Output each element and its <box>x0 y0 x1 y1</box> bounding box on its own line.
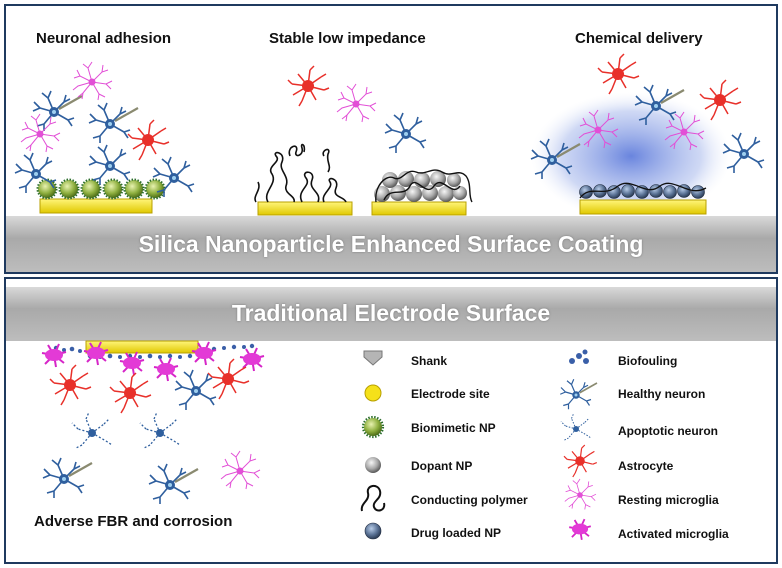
electrode-site-delivery <box>580 200 706 214</box>
activated-microglia <box>240 348 264 371</box>
caption-adverse-fbr: Adverse FBR and corrosion <box>34 513 232 530</box>
legend-label-healthy-neuron: Healthy neuron <box>618 387 705 401</box>
resting-microglia <box>73 62 112 100</box>
apoptotic-neuron-icon <box>558 407 602 447</box>
biomimetic-np-row <box>38 180 165 199</box>
legend-label-drug-loaded-np: Drug loaded NP <box>411 526 501 540</box>
healthy-neuron <box>385 113 426 153</box>
healthy-neuron <box>149 464 198 504</box>
resting-microglia-icon <box>562 477 598 513</box>
healthy-neuron <box>43 458 92 498</box>
shank-icon <box>362 349 384 367</box>
astrocyte <box>288 66 329 106</box>
healthy-neuron <box>531 139 580 179</box>
apoptotic-neuron <box>72 412 112 448</box>
legend-label-shank: Shank <box>411 354 447 368</box>
dopant-np-cluster <box>374 170 472 202</box>
top-electrodes <box>6 6 776 276</box>
legend-label-biomimetic-np: Biomimetic NP <box>411 421 496 435</box>
biofouling-icon <box>566 347 592 367</box>
dopant-np-icon <box>363 455 383 475</box>
astrocyte <box>110 373 151 413</box>
legend-label-conducting-polymer: Conducting polymer <box>411 493 528 507</box>
electrode-site-impedance-right <box>372 202 466 215</box>
legend-label-resting-microglia: Resting microglia <box>618 493 719 507</box>
legend-label-electrode-site: Electrode site <box>411 387 490 401</box>
legend-label-apoptotic-neuron: Apoptotic neuron <box>618 424 718 438</box>
resting-microglia <box>579 110 618 148</box>
astrocyte <box>128 120 169 160</box>
activated-microglia <box>154 358 178 381</box>
healthy-neuron <box>723 133 764 173</box>
healthy-neuron <box>635 85 684 125</box>
legend-label-activated-microglia: Activated microglia <box>618 527 729 541</box>
conducting-polymer-icon <box>358 481 388 515</box>
conducting-polymer-strands <box>255 145 346 202</box>
healthy-neuron <box>89 145 130 185</box>
resting-microglia <box>21 114 60 152</box>
healthy-neuron <box>33 91 82 131</box>
resting-microglia <box>665 112 704 150</box>
healthy-neuron <box>153 157 194 197</box>
legend-label-biofouling: Biofouling <box>618 354 677 368</box>
healthy-neuron <box>175 370 216 410</box>
biomimetic-np-icon <box>361 415 385 439</box>
resting-microglia <box>221 451 260 489</box>
apoptotic-neuron <box>140 412 180 448</box>
electrode-site-icon <box>363 383 383 403</box>
legend-label-dopant-np: Dopant NP <box>411 459 472 473</box>
astrocyte <box>598 54 639 94</box>
resting-microglia <box>337 84 376 122</box>
astrocyte-icon <box>562 443 598 479</box>
astrocyte <box>700 80 741 120</box>
astrocyte <box>50 365 91 405</box>
legend-label-astrocyte: Astrocyte <box>618 459 673 473</box>
bottom-panel-traditional-surface: Traditional Electrode Surface Adverse FB… <box>4 277 778 564</box>
activated-microglia-icon <box>564 515 596 543</box>
top-panel-coated-surface: Neuronal adhesion Stable low impedance C… <box>4 4 778 274</box>
electrode-site-impedance-left <box>258 202 352 215</box>
drug-loaded-np-icon <box>363 521 383 541</box>
electrode-site-adhesion <box>40 199 152 213</box>
astrocyte <box>208 359 249 399</box>
